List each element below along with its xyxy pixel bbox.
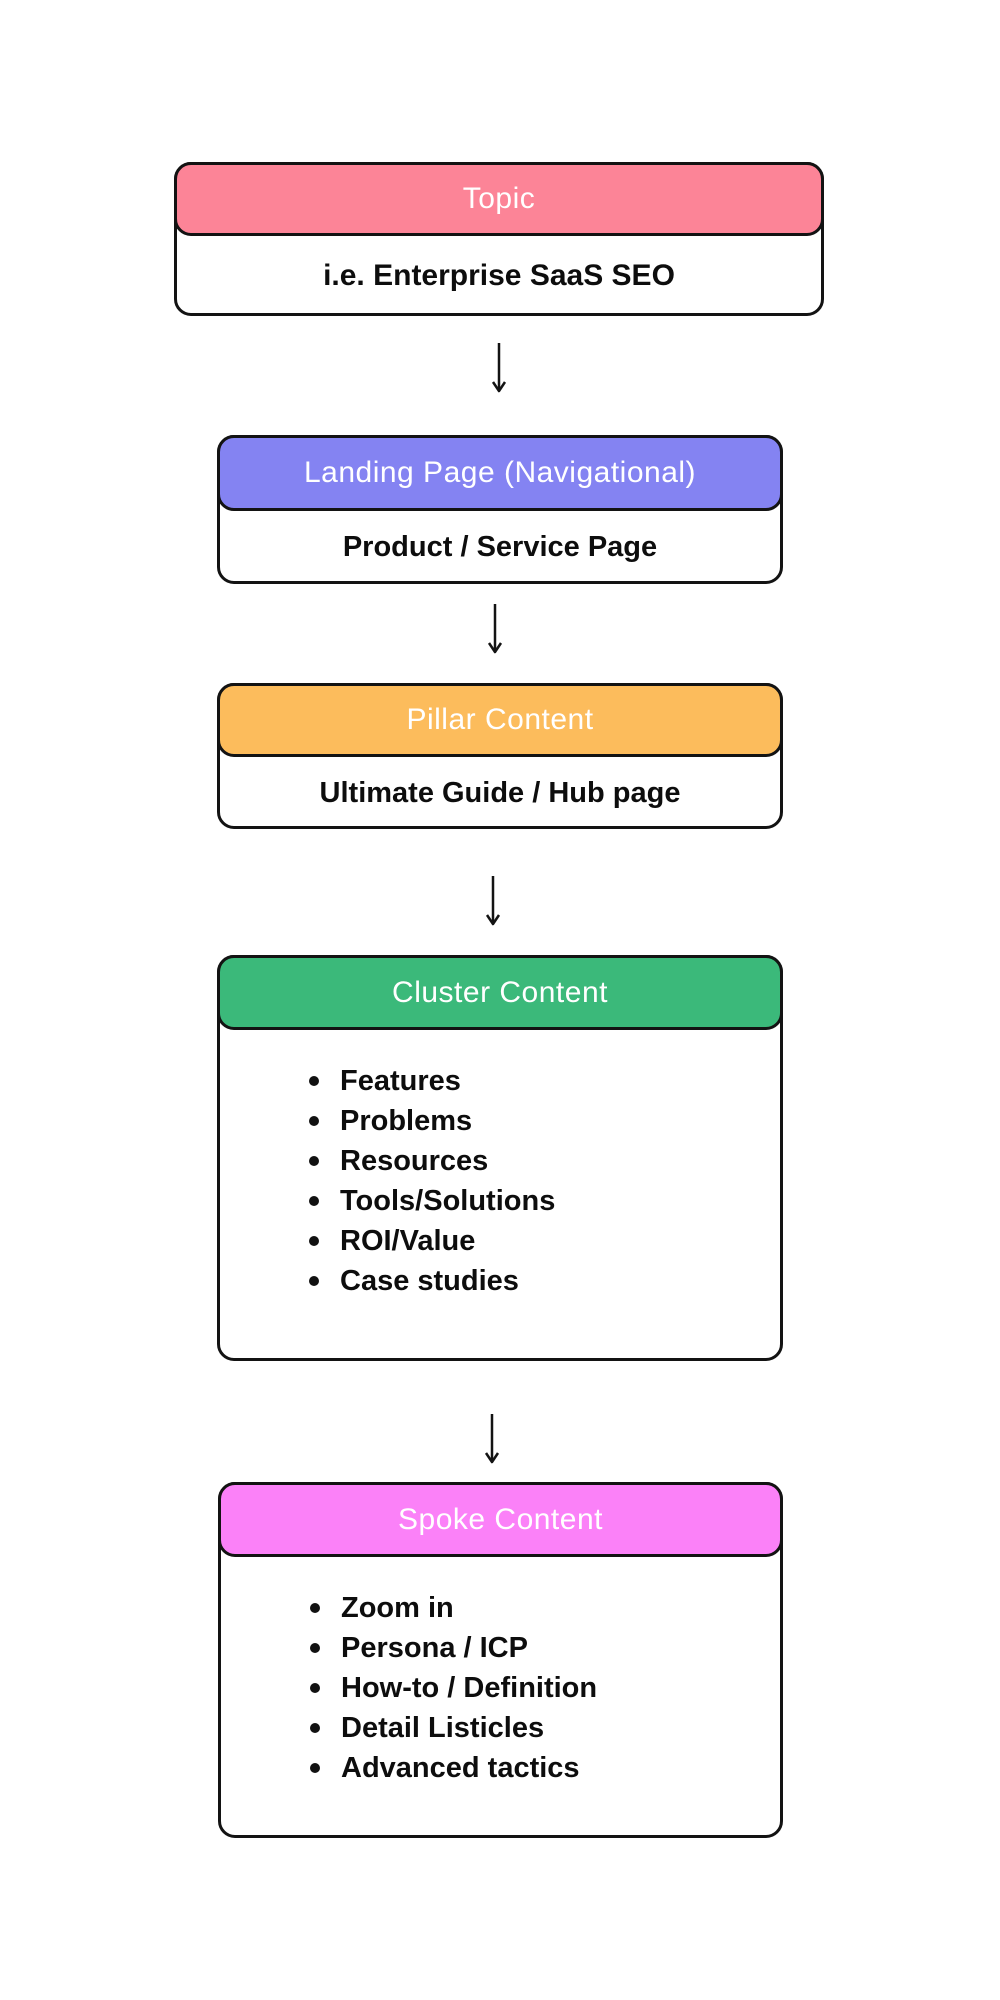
list-item: How-to / Definition bbox=[310, 1668, 780, 1708]
list-item: ROI/Value bbox=[309, 1221, 780, 1261]
spoke-content-card-header: Spoke Content bbox=[218, 1482, 783, 1557]
pillar-content-card-text: Ultimate Guide / Hub page bbox=[319, 776, 681, 809]
landing-page-card: Landing Page (Navigational) Product / Se… bbox=[217, 435, 783, 584]
cluster-content-card-header: Cluster Content bbox=[217, 955, 783, 1030]
list-item: Persona / ICP bbox=[310, 1628, 780, 1668]
pillar-content-card-body: Ultimate Guide / Hub page bbox=[220, 757, 780, 829]
list-item: Detail Listicles bbox=[310, 1708, 780, 1748]
landing-page-card-text: Product / Service Page bbox=[342, 531, 658, 563]
spoke-content-card-title: Spoke Content bbox=[398, 1502, 603, 1536]
flow-arrow-2 bbox=[487, 604, 503, 654]
flow-arrow-1 bbox=[491, 343, 507, 393]
landing-page-card-header: Landing Page (Navigational) bbox=[217, 435, 783, 511]
topic-card: Topic i.e. Enterprise SaaS SEO bbox=[174, 162, 824, 316]
list-item: Zoom in bbox=[310, 1588, 780, 1628]
list-item: Resources bbox=[309, 1141, 780, 1181]
cluster-content-card-title: Cluster Content bbox=[392, 975, 608, 1009]
topic-card-header: Topic bbox=[174, 162, 824, 236]
topic-card-title: Topic bbox=[462, 182, 536, 215]
pillar-content-card-title: Pillar Content bbox=[406, 703, 594, 736]
flow-arrow-4 bbox=[484, 1414, 500, 1464]
pillar-content-card-header: Pillar Content bbox=[217, 683, 783, 757]
list-item: Features bbox=[309, 1061, 780, 1101]
pillar-content-card: Pillar Content Ultimate Guide / Hub page bbox=[217, 683, 783, 829]
list-item: Problems bbox=[309, 1101, 780, 1141]
topic-card-text: i.e. Enterprise SaaS SEO bbox=[323, 259, 675, 292]
landing-page-card-title: Landing Page (Navigational) bbox=[303, 456, 697, 489]
list-item: Advanced tactics bbox=[310, 1748, 780, 1788]
list-item: Case studies bbox=[309, 1261, 780, 1301]
flow-arrow-3 bbox=[485, 876, 501, 926]
list-item: Tools/Solutions bbox=[309, 1181, 780, 1221]
landing-page-card-body: Product / Service Page bbox=[220, 511, 780, 584]
topic-card-body: i.e. Enterprise SaaS SEO bbox=[177, 236, 821, 316]
